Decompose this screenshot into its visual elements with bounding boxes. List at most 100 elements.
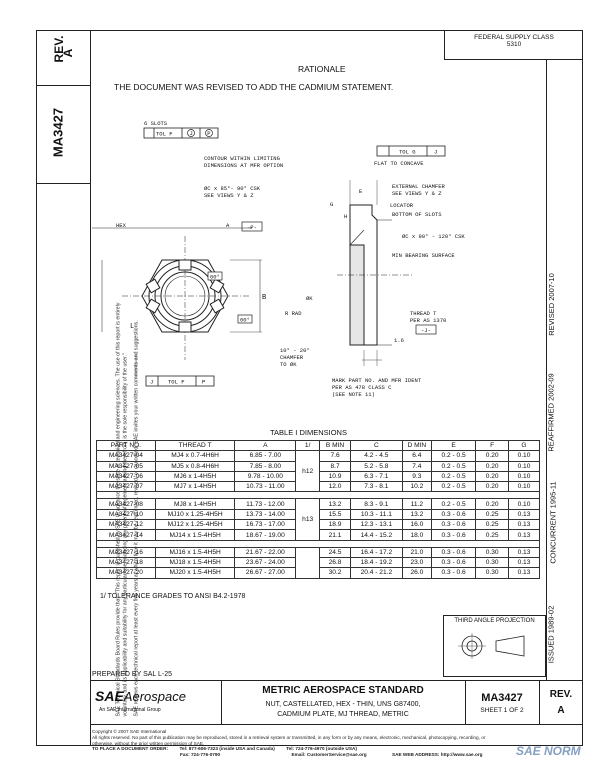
table-cell: MA3427-06: [96, 470, 156, 483]
table-cell: 0.2 - 0.5: [430, 481, 477, 493]
table-cell: 7.6: [319, 450, 352, 462]
third-angle-symbol: [458, 633, 525, 659]
table-cell: 23.67 - 24.00: [234, 556, 297, 569]
footer-order-row: TO PLACE A DOCUMENT ORDER: Tel: 877-606-…: [92, 746, 582, 752]
issued-date: ISSUED 1989-02: [546, 605, 556, 664]
tb-div-3: [539, 681, 541, 725]
description-2: CADMIUM PLATE, MJ THREAD, METRIC: [277, 711, 409, 718]
ext-chamfer-note: EXTERNAL CHAMFER: [392, 183, 446, 190]
table-cell: 23.0: [401, 556, 432, 569]
front-view: [92, 227, 262, 378]
side-column-divider: [90, 30, 92, 746]
tolerance-tag: h13: [295, 498, 321, 541]
dimensions-table: PART NO. THREAD T A 1/ B MIN C D MIN E F…: [96, 439, 541, 579]
table-cell: 26.8: [319, 556, 352, 569]
footer-contact-row: Fax: 724-776-0790 Email: CustomerService…: [92, 752, 582, 758]
footer-tel: Tel: 877-606-7323 (inside USA and Canada…: [179, 746, 275, 752]
fcf-bottom: [145, 375, 215, 387]
table-cell: 0.13: [507, 529, 541, 541]
dim-e-label: E: [359, 188, 363, 195]
mark-note-2: PER AS 478 CLASS C: [332, 384, 392, 391]
footer-line-1: All rights reserved. No part of this pub…: [92, 734, 486, 740]
angle-60-bottom: 60°: [240, 317, 250, 324]
slots-label: 6 SLOTS: [144, 120, 168, 127]
fcf-bottom-j: J: [150, 379, 153, 386]
fcf-top: [143, 127, 219, 139]
thread-note-2: PER AS 1370: [410, 317, 446, 324]
tb-rev-label: REV.: [549, 689, 573, 700]
footer-tel2: Tel: 724-776-4970 (outside USA): [286, 746, 357, 752]
reaffirmed-date: REAFFIRMED 2002-09: [546, 373, 556, 452]
table-cell: 0.10: [507, 470, 541, 483]
table-cell: 26.0: [401, 567, 432, 579]
csk-note-1: ØC x 85°- 90° CSK: [204, 185, 261, 192]
supply-class-box: FEDERAL SUPPLY CLASS 5310: [444, 30, 583, 60]
table-cell: MA3427-04: [96, 450, 156, 462]
sae-logo: SAEAerospace: [95, 688, 186, 704]
revised-date: REVISED 2007-10: [546, 273, 556, 336]
th-a: A: [234, 439, 297, 452]
fcf-right: [376, 145, 446, 157]
footer-line-2: otherwise, without the prior written per…: [92, 740, 205, 746]
table-cell: 0.13: [507, 556, 541, 569]
table-cell: 18.67 - 19.00: [234, 529, 297, 541]
table-cell: 0.2 - 0.5: [430, 470, 477, 483]
table-cell: 30.2: [319, 567, 352, 579]
table-cell: MJ4 x 0.7-4H6H: [154, 450, 236, 462]
th-thread: THREAD T: [154, 439, 236, 452]
table-cell: 0.3 - 0.6: [430, 519, 477, 531]
tolerance-tag: [295, 546, 321, 579]
table-header-row: PART NO. THREAD T A 1/ B MIN C D MIN E F…: [96, 439, 541, 452]
table-cell: 0.25: [475, 529, 509, 541]
table-cell: 6.85 - 7.00: [234, 450, 297, 462]
table-cell: MA3427-12: [96, 519, 156, 531]
side-doc-number: MA3427: [50, 107, 66, 158]
table-cell: 0.10: [507, 460, 541, 472]
table-cell: 0.10: [507, 498, 541, 510]
nut-drawing: 6 SLOTS TOL F J P CONTOUR WITHIN LIMITIN…: [92, 120, 465, 398]
table-cell: 0.13: [507, 519, 541, 531]
tb-sheet: SHEET 1 OF 2: [480, 707, 524, 714]
table-cell: 8.3 - 9.1: [350, 498, 403, 510]
table-cell: MA3427-18: [96, 556, 156, 569]
side-rev-value: A: [61, 48, 75, 58]
table-cell: 0.3 - 0.6: [430, 546, 477, 558]
table-cell: 21.0: [401, 546, 432, 558]
table-cell: 13.2: [319, 498, 352, 510]
standard-title: METRIC AEROSPACE STANDARD: [262, 685, 424, 696]
sae-logo-mark: SAE: [95, 688, 124, 704]
table-cell: 0.13: [507, 546, 541, 558]
table-cell: 0.30: [475, 546, 509, 558]
angle-box-1: [207, 271, 223, 281]
table-cell: 10.2: [401, 481, 432, 493]
contour-note-2: DIMENSIONS AT MFR OPTION: [204, 162, 283, 169]
footer-order: TO PLACE A DOCUMENT ORDER:: [92, 746, 169, 752]
table-cell: MJ5 x 0.8-4H6H: [154, 460, 236, 472]
table-cell: MJ16 x 1.5-4H5H: [154, 546, 236, 558]
footer: Copyright © 2007 SAE International All r…: [92, 729, 582, 758]
table-cell: 0.10: [507, 481, 541, 493]
csk2-note: ØC x 90° - 120° CSK: [402, 233, 465, 240]
thread-note: THREAD T: [410, 310, 437, 317]
table-cell: MJ14 x 1.5-4H5H: [154, 529, 236, 541]
dim-sk-label: ØK: [306, 295, 313, 302]
tb-div-2: [465, 681, 467, 725]
table-cell: 16.4 - 17.2: [350, 546, 403, 558]
table-cell: 0.2 - 0.5: [430, 450, 477, 462]
contour-note-1: CONTOUR WITHIN LIMITING: [204, 155, 280, 162]
locator-note: LOCATOR: [390, 202, 414, 209]
table-cell: 0.20: [475, 481, 509, 493]
side-view: [337, 180, 412, 366]
table-cell: 0.20: [475, 470, 509, 483]
supply-class-number: 5310: [506, 41, 522, 48]
footer-copyright: Copyright © 2007 SAE International: [92, 729, 167, 734]
fcf-bottom-tol: TOL F: [168, 379, 185, 386]
dim-b-label: B: [262, 294, 266, 302]
fcf-p: P: [207, 130, 210, 137]
table-cell: 0.30: [475, 567, 509, 579]
table-cell: 0.2 - 0.5: [430, 498, 477, 510]
dim-16-label: 1.6: [394, 337, 404, 344]
